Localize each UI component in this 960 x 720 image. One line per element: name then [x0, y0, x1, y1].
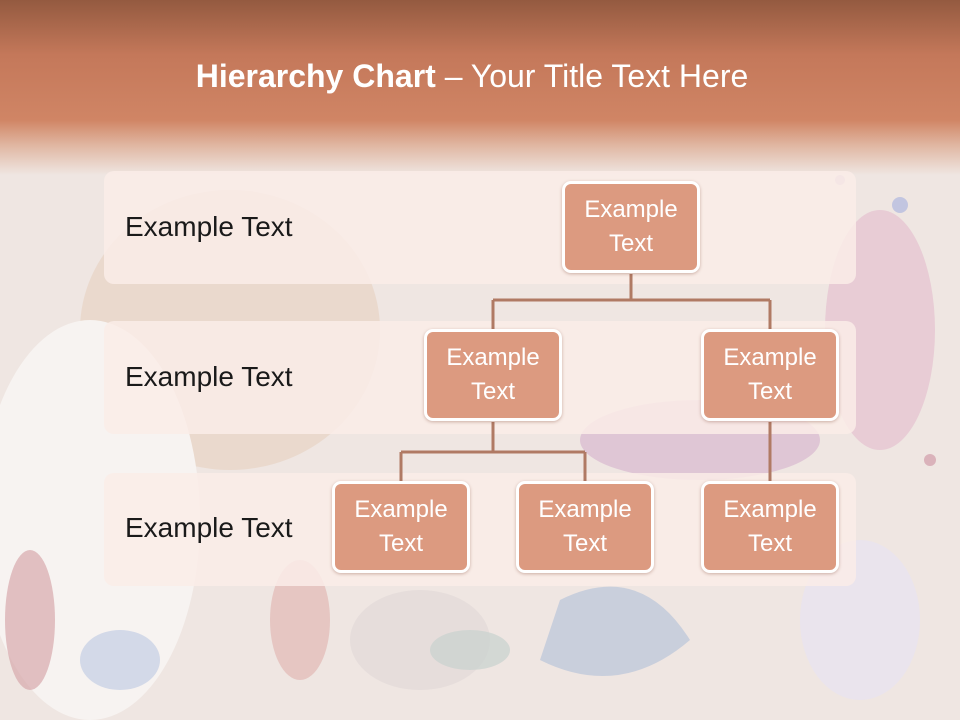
node-root[interactable]: Example Text — [562, 181, 700, 273]
level-band-1 — [104, 171, 856, 284]
level-label-2: Example Text — [125, 361, 293, 392]
node-level2-left[interactable]: Example Text — [424, 329, 562, 421]
node-level3-b[interactable]: Example Text — [516, 481, 654, 573]
level-label-3: Example Text — [125, 512, 293, 543]
node-level2-right[interactable]: Example Text — [701, 329, 839, 421]
page-title: Hierarchy Chart – Your Title Text Here — [0, 56, 944, 96]
node-level3-c[interactable]: Example Text — [701, 481, 839, 573]
title-bold: Hierarchy Chart — [195, 58, 436, 94]
title-bar — [0, 0, 960, 175]
level-label-1: Example Text — [125, 211, 293, 242]
title-rest: – Your Title Text Here — [435, 58, 749, 94]
node-level3-a[interactable]: Example Text — [332, 481, 470, 573]
